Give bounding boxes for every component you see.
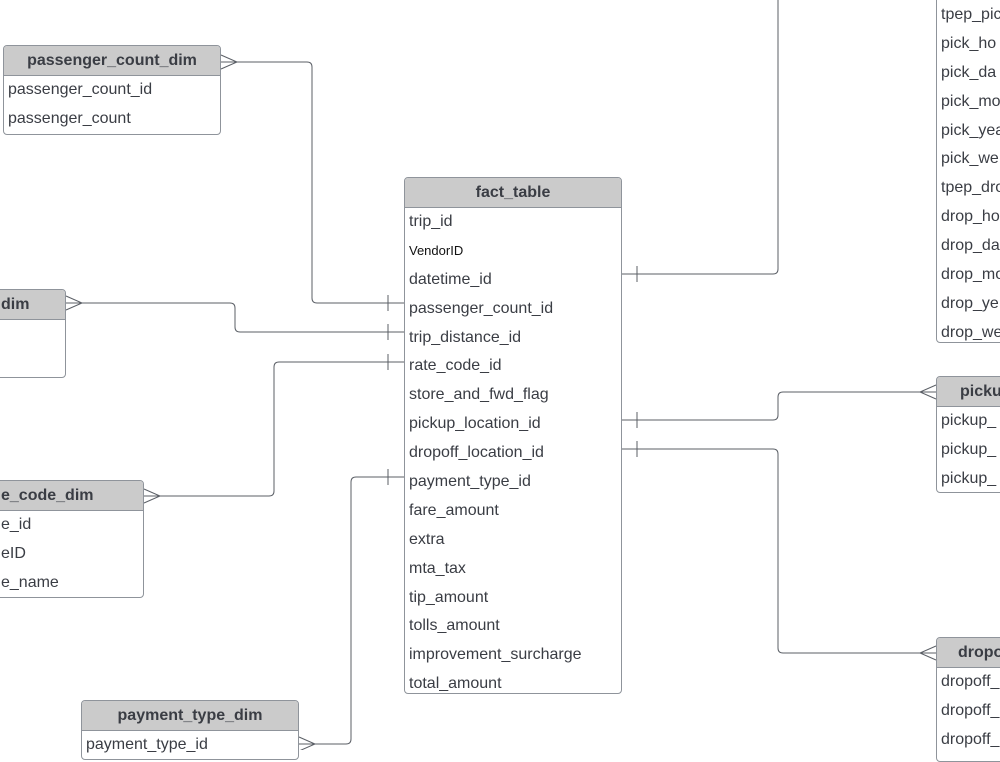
crowfoot-trip-distance	[65, 295, 84, 311]
connector-trip-distance	[66, 302, 404, 333]
table-field: pick_we	[941, 150, 999, 168]
table-field: tpep_dro	[941, 179, 1000, 197]
table-field: drop_mo	[941, 266, 1000, 284]
table-title: payment_type_dim	[82, 701, 298, 731]
connector-pickup-location	[622, 391, 936, 421]
table-field: pickup_	[941, 412, 997, 429]
crowfoot-rate-code	[143, 488, 162, 504]
table-field: pick_mo	[941, 92, 1000, 110]
table-field: dropoff_	[941, 673, 1000, 690]
table-field: extra	[409, 530, 445, 548]
connector-dropoff-location	[622, 448, 936, 654]
table-field: pickup_	[941, 440, 997, 458]
table-field: payment_type_id	[86, 736, 208, 753]
table-field: payment_type_id	[409, 473, 531, 491]
table-field: passenger_count_id	[8, 81, 153, 98]
table-field: dropoff_	[941, 730, 1000, 748]
table-field: trip_id	[409, 213, 453, 230]
table-field: passenger_count	[8, 109, 131, 127]
dropoff-location-dim-table[interactable]: dropo dropoff_ dropoff_ dropoff_	[936, 637, 1000, 762]
table-field: drop_ye	[941, 294, 999, 312]
crowfoot-passenger-count	[220, 54, 239, 70]
crowfoot-pickup-location	[918, 384, 937, 400]
table-field: e_name	[1, 573, 59, 591]
table-field: pick_yea	[941, 121, 1000, 139]
table-field: passenger_count_id	[409, 299, 554, 317]
table-field: trip_distance_id	[409, 328, 522, 346]
table-title: passenger_count_dim	[4, 46, 220, 76]
table-field: mta_tax	[409, 559, 466, 577]
crowfoot-dropoff-location	[918, 645, 937, 661]
table-field: total_amount	[409, 675, 502, 693]
datetime-dim-table[interactable]: tpep_pic pick_ho pick_da pick_mo pick_ye…	[936, 0, 1000, 343]
table-field: store_and_fwd_flag	[409, 386, 549, 404]
pickup-location-dim-table[interactable]: picku pickup_ pickup_ pickup_	[936, 376, 1000, 493]
table-field: improvement_surcharge	[409, 646, 582, 664]
table-field: pick_ho	[941, 34, 997, 52]
table-field: tolls_amount	[409, 617, 500, 635]
table-title: dropo	[937, 638, 1000, 668]
table-field: drop_ho	[941, 208, 1000, 226]
table-field: tpep_pic	[941, 6, 1000, 23]
passenger-count-dim-table[interactable]: passenger_count_dim passenger_count_id p…	[3, 45, 221, 135]
table-title: e_code_dim	[0, 481, 143, 511]
connector-payment-type	[299, 476, 404, 745]
table-field: pickup_location_id	[409, 415, 541, 433]
table-field: dropoff_location_id	[409, 444, 544, 462]
table-field: datetime_id	[409, 270, 492, 288]
payment-type-dim-table[interactable]: payment_type_dim payment_type_id	[81, 700, 299, 760]
connector-passenger-count	[221, 61, 404, 304]
table-title: picku	[937, 377, 1000, 407]
connector-rate-code	[144, 361, 404, 497]
crowfoot-payment-type	[298, 736, 317, 750]
table-field: tip_amount	[409, 588, 489, 606]
table-field: pickup_	[941, 469, 997, 487]
connector-datetime	[622, 0, 779, 275]
table-field: drop_da	[941, 237, 1000, 255]
table-field: dropoff_	[941, 701, 1000, 719]
rate-code-dim-table[interactable]: e_code_dim e_id eID e_name	[0, 480, 144, 598]
table-field: pick_da	[941, 63, 997, 81]
table-field: VendorID	[409, 242, 464, 258]
table-field: rate_code_id	[409, 357, 502, 375]
table-field: drop_we	[941, 323, 1000, 341]
table-field: fare_amount	[409, 501, 499, 519]
fact-table[interactable]: fact_table trip_id VendorID datetime_id …	[404, 177, 622, 694]
trip-distance-dim-table[interactable]: dim	[0, 289, 66, 378]
table-title: fact_table	[405, 178, 621, 208]
table-field: e_id	[1, 516, 32, 533]
table-title: dim	[0, 290, 65, 320]
table-field: eID	[1, 544, 26, 562]
